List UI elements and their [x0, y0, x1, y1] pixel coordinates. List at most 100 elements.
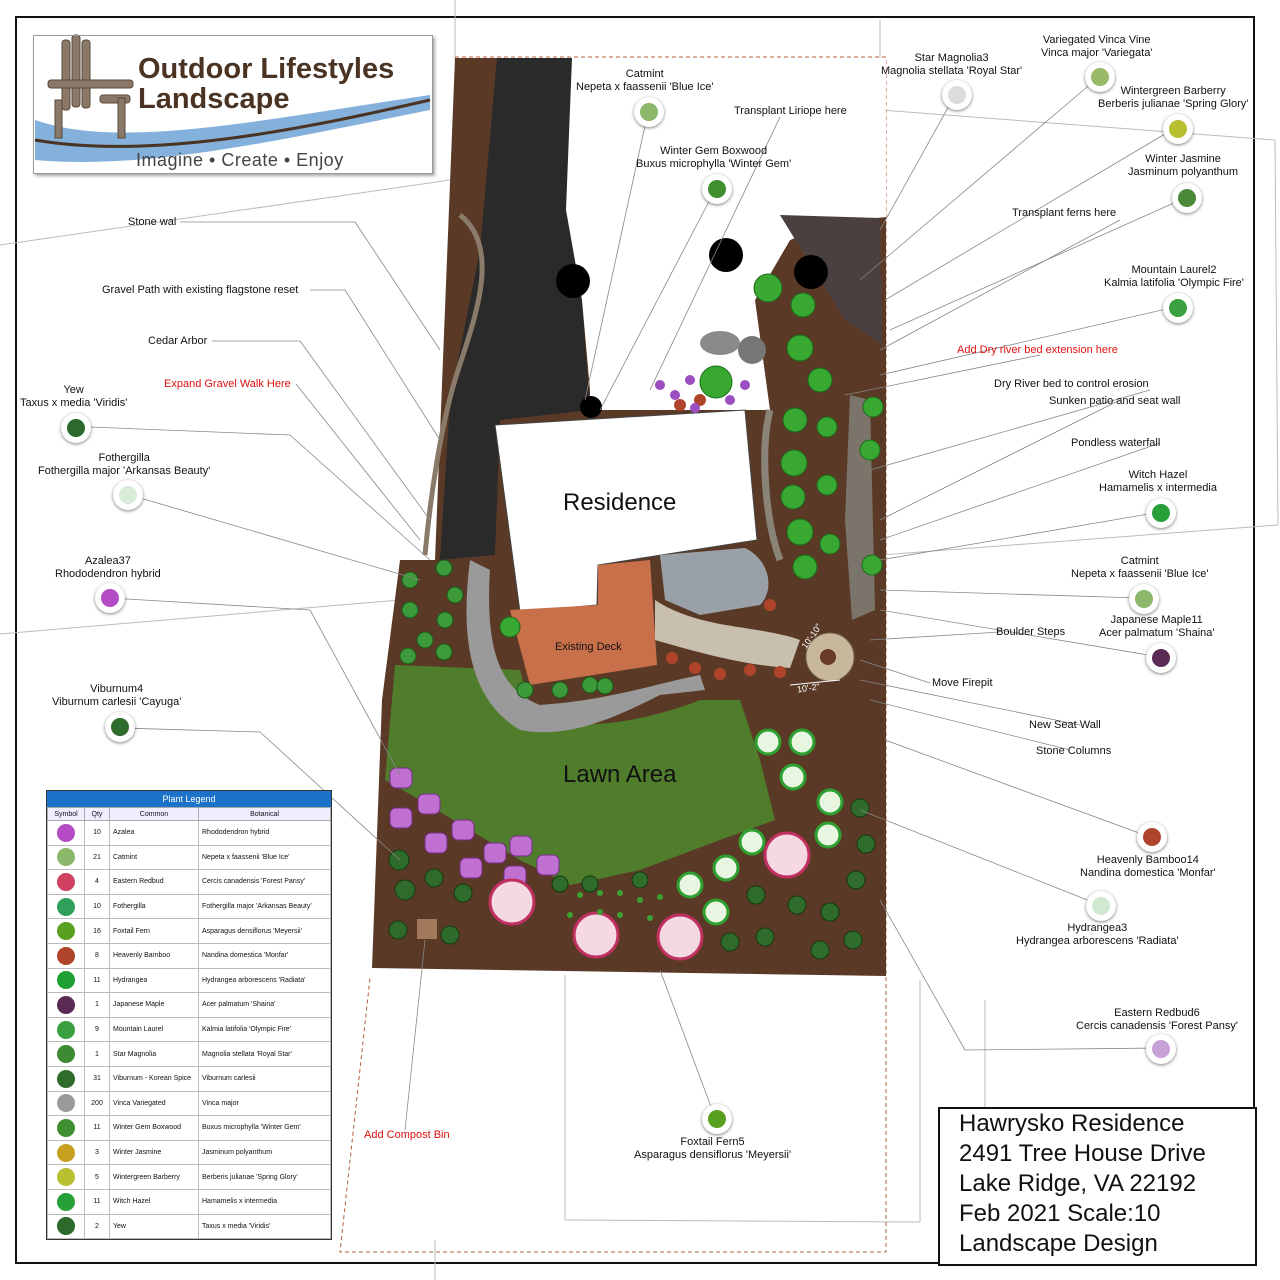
viburnum-icon [105, 712, 135, 742]
callout-boulder-steps: Boulder Steps [996, 626, 1066, 638]
callout-move-firepit: Move Firepit [932, 677, 993, 689]
eastern-redbuds [488, 831, 811, 961]
legend-botanical: Buxus microphylla 'Winter Gem' [198, 1115, 331, 1141]
boulder [700, 331, 740, 355]
legend-common: Witch Hazel [109, 1188, 199, 1215]
title-block: Hawrysko Residence 2491 Tree House Drive… [938, 1107, 1257, 1266]
legend-title: Plant Legend [47, 791, 331, 807]
legend-common: Mountain Laurel [109, 1016, 199, 1043]
legend-common: Winter Jasmine [109, 1139, 199, 1166]
star-magnolia-icon [942, 80, 972, 110]
legend-botanical: Berberis julianae 'Spring Glory' [198, 1164, 331, 1190]
legend-qty: 11 [84, 967, 110, 994]
title-address: 2491 Tree House Drive [959, 1140, 1206, 1167]
legend-qty: 9 [84, 1016, 110, 1043]
barberry-icon [1163, 114, 1193, 144]
callout-stone-wall: Stone wal [128, 216, 177, 228]
yew-icon [61, 413, 91, 443]
legend-botanical: Hamamelis x intermedia [198, 1188, 331, 1215]
legend-qty: 21 [84, 844, 110, 871]
patio [660, 548, 769, 615]
company-logo: Outdoor Lifestyles Landscape Imagine • C… [33, 35, 433, 174]
legend-symbol-icon [47, 820, 85, 846]
legend-qty: 3 [84, 1139, 110, 1166]
plant-legend: Plant Legend Symbol Qty Common Botanical… [46, 790, 332, 1241]
callout-stone-columns: Stone Columns [1036, 745, 1112, 757]
callout-cedar-arbor: Cedar Arbor [148, 335, 208, 347]
legend-qty: 4 [84, 869, 110, 895]
azalea-icon [95, 583, 125, 613]
legend-header-symbol: Symbol [47, 807, 85, 821]
legend-qty: 10 [84, 893, 110, 920]
legend-botanical: Rhododendron hybrid [198, 820, 331, 846]
callout-compost-bin: Add Compost Bin [364, 1129, 450, 1141]
legend-common: Azalea [109, 820, 199, 846]
legend-common: Hydrangea [109, 967, 199, 994]
callout-sunken-patio: Sunken patio and seat wall [1049, 395, 1181, 407]
legend-botanical: Asparagus densiflorus 'Meyersii' [198, 918, 331, 944]
heavenly-bamboo-icon [1137, 822, 1167, 852]
legend-botanical: Acer palmatum 'Shaina' [198, 992, 331, 1018]
boulder [738, 336, 766, 364]
logo-line2: Landscape [138, 83, 290, 115]
callout-gravel-path: Gravel Path with existing flagstone rese… [102, 284, 299, 296]
legend-common: Vinca Variegated [109, 1090, 199, 1117]
legend-symbol-icon [47, 992, 85, 1018]
boxwood-icon [702, 174, 732, 204]
lawn-label: Lawn Area [563, 761, 677, 788]
title-date-scale: Feb 2021 Scale:10 [959, 1200, 1161, 1227]
legend-common: Catmint [109, 844, 199, 871]
legend-botanical: Viburnum carlesii [198, 1065, 331, 1092]
legend-botanical: Nandina domestica 'Monfar' [198, 942, 331, 969]
existing-tree [794, 255, 828, 289]
deck-label: Existing Deck [555, 641, 622, 653]
legend-common: Viburnum - Korean Spice [109, 1065, 199, 1092]
fothergilla-icon [113, 480, 143, 510]
residence-label: Residence [563, 489, 677, 516]
redbud-icon [1146, 1034, 1176, 1064]
foxtail-fern-icon [702, 1104, 732, 1134]
callout-transplant-ferns: Transplant ferns here [1012, 207, 1117, 219]
legend-botanical: Kalmia latifolia 'Olympic Fire' [198, 1016, 331, 1043]
legend-common: Fothergilla [109, 893, 199, 920]
legend-symbol-icon [47, 1065, 85, 1092]
deck [510, 560, 657, 685]
legend-symbol-icon [47, 844, 85, 871]
catmints [655, 375, 750, 413]
legend-common: Japanese Maple [109, 992, 199, 1018]
legend-botanical: Vinca major [198, 1090, 331, 1117]
legend-botanical: Magnolia stellata 'Royal Star' [198, 1041, 331, 1067]
legend-qty: 1 [84, 992, 110, 1018]
hydrangeas [676, 728, 844, 926]
legend-header-common: Common [109, 807, 199, 821]
legend-symbol-icon [47, 1164, 85, 1190]
viburnums [388, 798, 876, 960]
legend-common: Yew [109, 1213, 199, 1240]
legend-common: Heavenly Bamboo [109, 942, 199, 969]
hydrangea-icon [1086, 891, 1116, 921]
existing-tree [709, 238, 743, 272]
sheet-border [15, 16, 1255, 1264]
legend-symbol-icon [47, 869, 85, 895]
legend-common: Wintergreen Barberry [109, 1164, 199, 1190]
catmint-right-icon [1129, 584, 1159, 614]
logo-graphic [33, 34, 431, 172]
legend-header-row: Symbol Qty Common Botanical [47, 807, 331, 821]
adirondack-chair-icon [47, 34, 134, 139]
